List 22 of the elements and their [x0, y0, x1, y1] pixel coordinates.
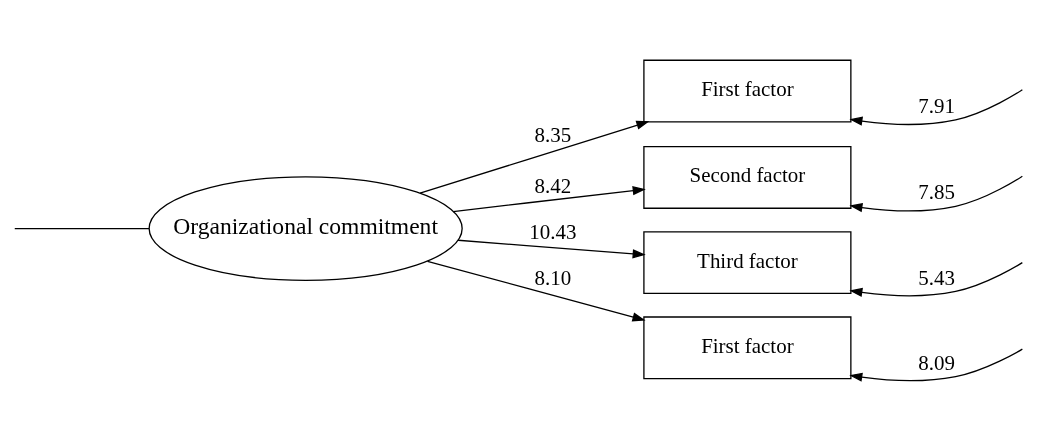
node-ellipse: Organizational commitment: [148, 176, 463, 281]
edge-label: 7.85: [918, 180, 955, 205]
connector: [14, 227, 150, 230]
node-box: Third factor: [643, 231, 852, 295]
arrow: [426, 260, 646, 322]
node-box: First factor: [643, 316, 852, 380]
edge-label: 5.43: [918, 265, 955, 290]
arrow: [457, 239, 646, 259]
edge-label: 10.43: [529, 219, 577, 244]
edge-label: 8.09: [918, 350, 955, 375]
edge-label: 8.35: [534, 122, 572, 147]
arrow: [419, 120, 650, 194]
edge-label: 8.10: [534, 265, 572, 290]
edge-label: 7.91: [918, 94, 955, 119]
arrow: [849, 262, 1023, 297]
arrow: [452, 186, 646, 213]
arrow: [849, 175, 1023, 213]
arrow: [849, 348, 1023, 382]
node-box: Second factor: [643, 146, 852, 209]
arrow: [849, 89, 1023, 126]
edge-label: 8.42: [534, 173, 572, 198]
node-box: First factor: [643, 59, 852, 123]
